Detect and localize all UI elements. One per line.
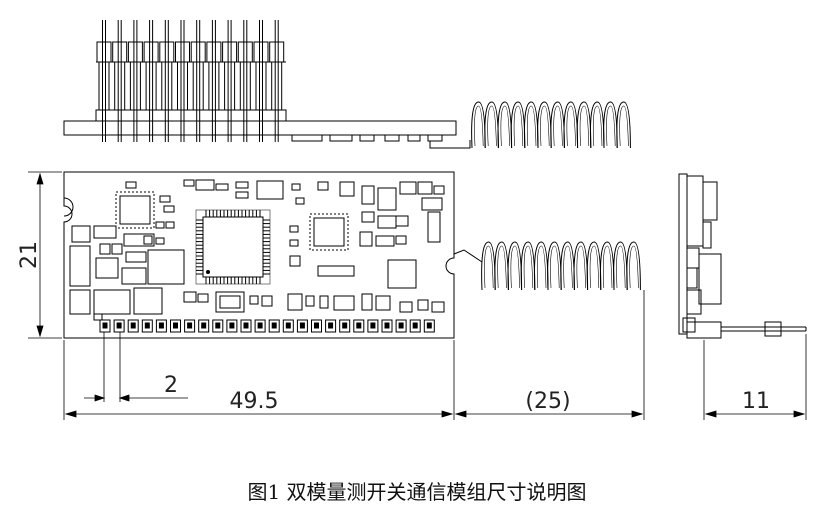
side-component — [686, 289, 702, 315]
power-block — [71, 225, 91, 243]
power-block — [147, 249, 185, 285]
side-component — [686, 247, 700, 269]
top-component — [329, 134, 353, 142]
header-base — [95, 109, 287, 122]
side-header-body — [764, 321, 782, 337]
crystal — [256, 180, 284, 200]
dim-side-width-label: 11 — [742, 389, 770, 414]
power-block — [133, 287, 163, 315]
front-antenna-feed — [453, 249, 483, 263]
bottom-pad-row — [99, 319, 435, 333]
dimension-lines — [28, 171, 807, 420]
side-header — [686, 321, 722, 339]
front-antenna-coil — [481, 241, 641, 291]
mcu-chip — [195, 209, 271, 285]
top-component — [359, 134, 375, 142]
inductor-inner — [219, 295, 241, 309]
side-pcb — [678, 173, 688, 335]
small-ic-row — [317, 265, 355, 277]
qfn-chip-left — [115, 191, 155, 229]
dim-length-label: 49.5 — [230, 389, 279, 414]
top-antenna-feed — [429, 140, 471, 149]
top-view — [63, 20, 631, 149]
top-antenna-coil — [471, 101, 631, 149]
dim-antenna-label: (25) — [525, 389, 570, 414]
qfn-chip-right — [309, 213, 349, 251]
side-component — [702, 181, 718, 221]
top-component — [291, 134, 323, 142]
top-component — [384, 134, 400, 142]
side-component — [698, 253, 722, 305]
power-block — [121, 267, 147, 285]
power-block — [93, 289, 131, 315]
front-view — [63, 171, 641, 339]
side-view — [678, 173, 807, 339]
passive-components — [69, 179, 445, 321]
left-notch — [63, 197, 74, 217]
side-component — [686, 267, 698, 289]
top-component — [427, 134, 443, 142]
dim-height-label: 21 — [17, 241, 42, 269]
side-component — [682, 317, 696, 333]
figure-caption: 图1 双模量测开关通信模组尺寸说明图 — [247, 480, 587, 504]
power-block — [69, 245, 91, 287]
power-block — [93, 225, 117, 239]
power-block — [95, 257, 119, 279]
dim-pitch-label: 2 — [164, 373, 178, 398]
rf-block — [387, 259, 417, 289]
top-component — [407, 134, 421, 142]
header-pins — [96, 20, 286, 142]
side-component — [702, 221, 712, 249]
inductor — [215, 291, 245, 313]
side-component — [686, 175, 704, 247]
front-view-pcb-outline — [63, 171, 455, 339]
power-block — [123, 233, 155, 247]
